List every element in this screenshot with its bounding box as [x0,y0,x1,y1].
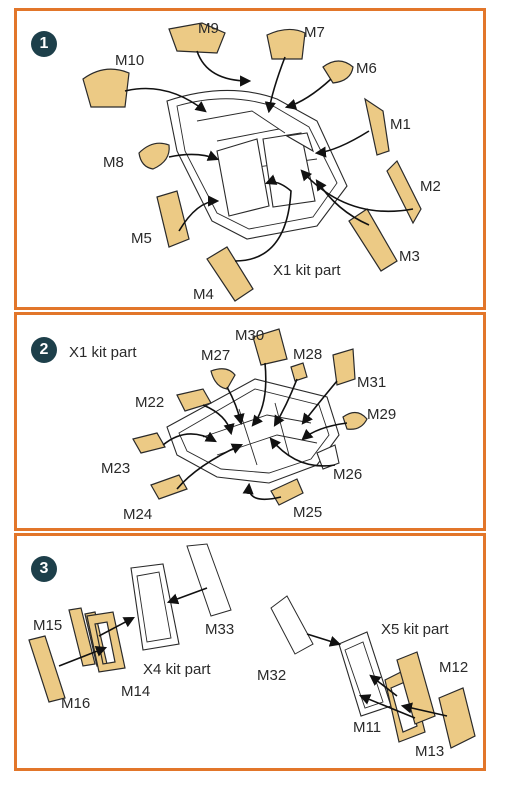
step-2-diagram: X1 kit part M30 M27 M28 M31 [69,327,396,523]
label-m28: M28 [293,346,322,363]
mask-m2 [386,159,422,225]
mask-m6 [322,60,354,84]
mask-m16 [28,635,66,703]
label-m30: M30 [235,327,264,344]
mask-m9 [168,22,226,54]
mask-m28 [290,362,308,382]
mask-m5 [156,190,190,248]
step-3-panel: 3 M15 M33 M14 M16 X4 kit part [14,533,486,771]
step-2-badge: 2 [31,337,57,363]
label-m7: M7 [304,24,325,41]
mask-m23 [132,432,166,454]
label-m4: M4 [193,286,214,303]
label-m2: M2 [420,178,441,195]
label-m1: M1 [390,116,411,133]
mask-m31 [332,348,356,386]
label-m25: M25 [293,504,322,521]
kit-part-label: X1 kit part [273,262,341,279]
kit-part-label-x4: X4 kit part [143,661,211,678]
label-m12: M12 [439,659,468,676]
label-m22: M22 [135,394,164,411]
kit-part-label-x5: X5 kit part [381,621,449,638]
mask-m24 [150,474,188,500]
label-m26: M26 [333,466,362,483]
label-m29: M29 [367,406,396,423]
step-1-badge: 1 [31,31,57,57]
step-2-panel: 2 X1 kit part [14,312,486,531]
label-m11: M11 [353,719,381,736]
step-3-diagram: M15 M33 M14 M16 X4 kit part M32 M12 M11 … [28,543,476,760]
step-1-diagram: M9 M7 M10 M6 M1 M8 M2 M5 M3 M4 X1 kit pa… [82,20,441,303]
mask-m30 [252,328,288,366]
label-m23: M23 [101,460,130,477]
mask-m4 [206,246,254,302]
label-m32: M32 [257,667,286,684]
label-m13: M13 [415,743,444,760]
label-m15: M15 [33,617,62,634]
label-m10: M10 [115,52,144,69]
mask-m7 [266,28,306,60]
label-m5: M5 [131,230,152,247]
label-m33: M33 [205,621,234,638]
mask-m25 [270,478,304,506]
clear-part-m33 [186,543,232,617]
mask-m1 [364,97,390,156]
kit-part-label-2: X1 kit part [69,344,137,361]
step-3-badge: 3 [31,556,57,582]
label-m3: M3 [399,248,420,265]
mask-m22 [176,388,212,412]
label-m27: M27 [201,347,230,364]
window-frame-x4 [130,563,180,651]
label-m31: M31 [357,374,386,391]
mask-m27 [210,368,236,390]
label-m6: M6 [356,60,377,77]
mask-m10 [82,68,130,108]
mask-m13 [438,687,476,749]
step-1-panel: 1 [14,8,486,310]
window-frame-x5 [338,631,392,717]
mask-m8 [138,142,170,170]
clear-part-m32 [270,595,314,655]
label-m9: M9 [198,20,219,37]
mask-m3 [348,208,398,272]
mask-m29 [342,411,368,430]
canopy-x1-part [166,89,348,240]
label-m14: M14 [121,683,150,700]
label-m16: M16 [61,695,90,712]
label-m24: M24 [123,506,152,523]
label-m8: M8 [103,154,124,171]
